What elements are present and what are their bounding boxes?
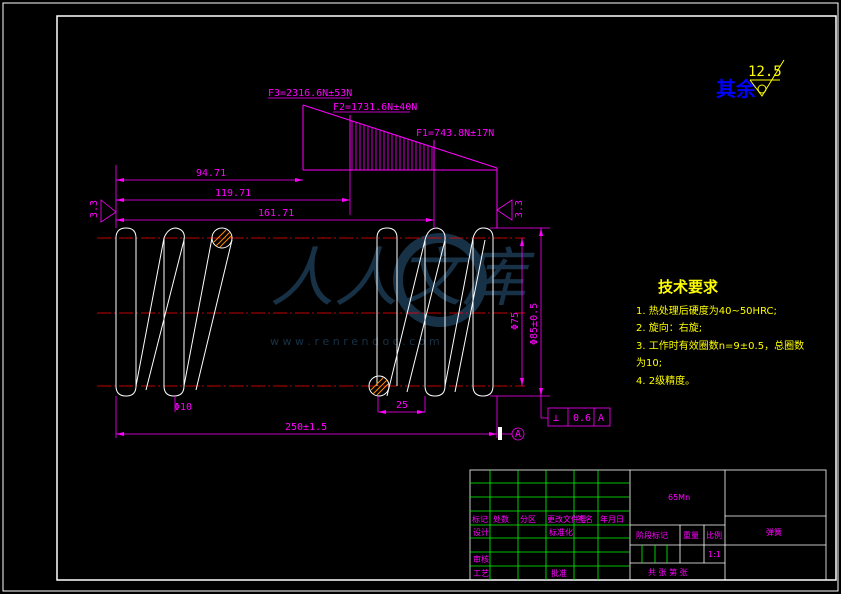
- dim-free-length: 250±1.5: [285, 422, 327, 433]
- title-stage-mark: 阶段标记: [636, 530, 668, 540]
- title-row-label-2: 处数: [493, 514, 509, 524]
- dim-label-3: 161.71: [258, 208, 294, 219]
- wire-section-left: [211, 227, 233, 249]
- tech-req-item-3: 3. 工作时有效圈数n=9±0.5，总圈数: [636, 339, 804, 352]
- tolerance-frame: [541, 407, 611, 427]
- title-standard: 标准化: [549, 527, 573, 537]
- dimension-lines: [116, 179, 542, 435]
- title-row-label-6: 年月日: [600, 514, 624, 524]
- title-approve: 批准: [551, 568, 567, 578]
- tech-req-title: 技术要求: [658, 278, 719, 296]
- end-angle-right: [496, 199, 513, 221]
- tech-req-item-5: 4. 2级精度。: [636, 374, 695, 387]
- inner-frame: [56, 15, 837, 581]
- title-row-label-1: 标记: [472, 514, 488, 524]
- end-angle-right-value: 3.3: [514, 200, 525, 218]
- spring-right-coils: [376, 227, 494, 397]
- wire-section-right-hatch: [370, 377, 389, 396]
- title-row-label-3: 分区: [520, 515, 536, 524]
- end-angle-left: [100, 199, 117, 223]
- title-scale-label: 比例: [706, 530, 722, 540]
- watermark-url: w w w . r e n r e n d o c . c o m: [270, 335, 440, 348]
- title-scale: 1:1: [708, 550, 721, 559]
- spring-left-coils: [115, 227, 233, 397]
- extension-lines: [115, 165, 550, 438]
- title-design: 设计: [473, 527, 489, 537]
- wire-section-left-hatch: [213, 229, 232, 248]
- end-angle-left-value: 3.3: [89, 200, 100, 218]
- tolerance-symbol: ⊥: [553, 413, 559, 424]
- datum-label: A: [515, 429, 521, 440]
- title-material: 65Mn: [668, 493, 690, 502]
- title-row-label-4: 更改文件号: [547, 514, 587, 524]
- tech-req-item-4: 为10;: [636, 357, 662, 369]
- title-process: 工艺: [473, 569, 489, 578]
- dim-label-2: 119.71: [215, 188, 251, 199]
- dim-label-1: 94.71: [196, 168, 226, 179]
- title-review: 审核: [473, 554, 489, 564]
- force-f1-label: F1=743.8N±17N: [416, 128, 494, 139]
- tolerance-datum: A: [598, 413, 604, 424]
- title-block: [469, 469, 827, 581]
- force-f3-label: F3=2316.6N±53N: [268, 88, 352, 99]
- datum-symbol: [498, 427, 525, 441]
- title-part-name: 弹簧: [766, 527, 782, 537]
- dim-pitch: 25: [396, 400, 408, 411]
- tech-req-item-2: 2. 旋向：右旋;: [636, 321, 702, 334]
- dim-wire-dia: Φ10: [174, 402, 192, 413]
- tolerance-value: 0.6: [573, 413, 591, 424]
- title-weight-label: 重量: [683, 530, 699, 540]
- centerlines: [97, 237, 525, 387]
- arrowheads: [116, 178, 543, 436]
- wire-section-right: [368, 375, 390, 397]
- force-f2-label: F2=1731.6N±40N: [333, 102, 417, 113]
- force-hatch: [351, 120, 433, 170]
- title-sheets: 共 张 第 张: [648, 567, 688, 577]
- roughness-symbol: [749, 59, 785, 97]
- dim-inner-dia: Φ75: [510, 312, 521, 330]
- dim-outer-dia: Φ85±0.5: [529, 303, 540, 345]
- tech-req-item-1: 1. 热处理后硬度为40~50HRC;: [636, 304, 777, 317]
- roughness-value: 12.5: [748, 64, 782, 80]
- title-row-label-5: 签名: [577, 514, 593, 524]
